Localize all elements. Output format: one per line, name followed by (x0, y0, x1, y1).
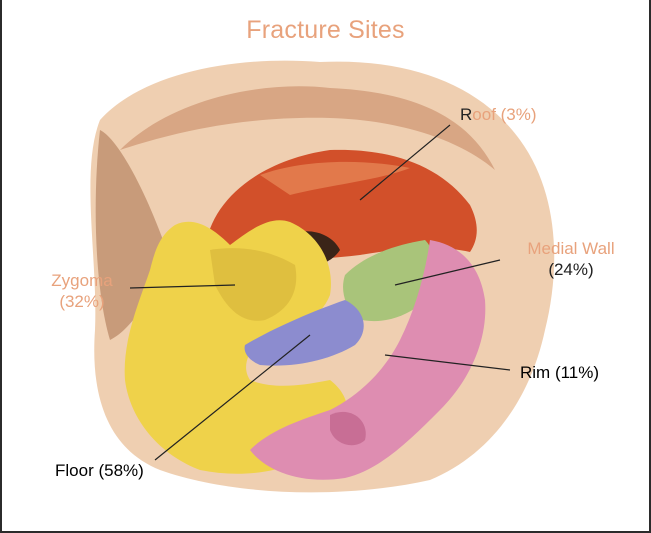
label-roof-initial: R (460, 105, 472, 124)
label-rim: Rim (11%) (520, 362, 599, 383)
label-medial-wall-percent: (24%) (515, 259, 627, 280)
label-zygoma-name: Zygoma (38, 270, 126, 291)
label-roof: Roof (3%) (460, 104, 537, 125)
label-floor: Floor (58%) (55, 460, 144, 481)
label-medial-wall: Medial Wall (24%) (515, 238, 627, 280)
label-zygoma-percent: (32%) (38, 291, 126, 312)
label-medial-wall-name: Medial Wall (515, 238, 627, 259)
label-zygoma: Zygoma (32%) (38, 270, 126, 312)
label-roof-rest: oof (3%) (472, 105, 536, 124)
